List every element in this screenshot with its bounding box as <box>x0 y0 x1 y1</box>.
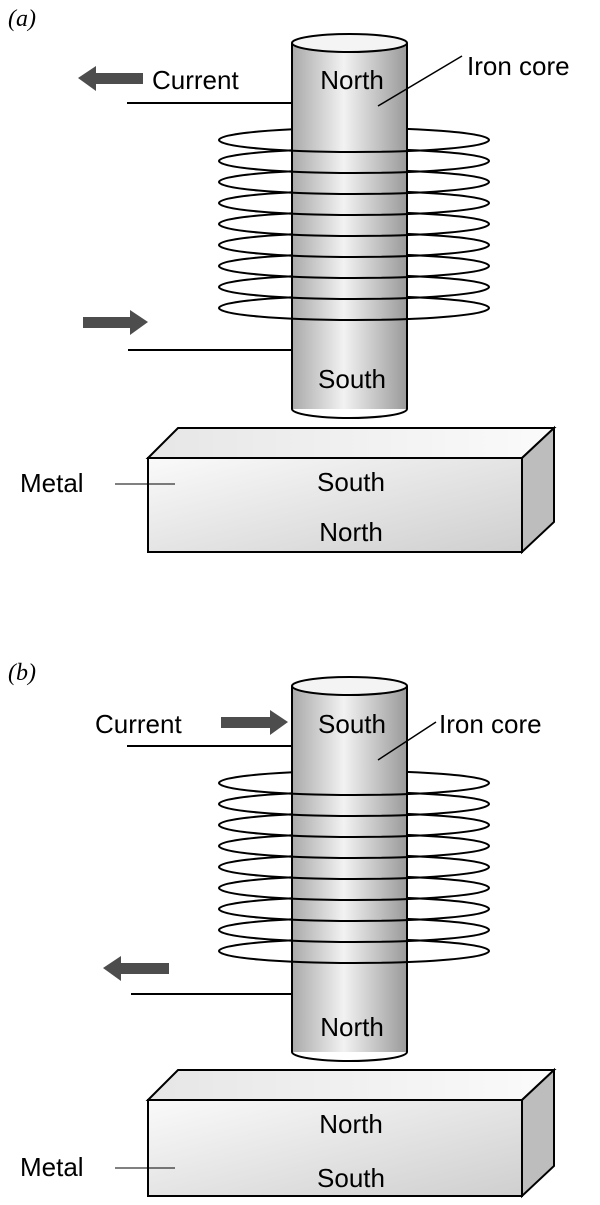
panel-b-coil-front <box>218 782 490 964</box>
panel-a-coil-front <box>218 139 490 321</box>
panel-b-tag: (b) <box>8 660 36 686</box>
panel-b-iron-core <box>291 676 408 1062</box>
panel-b-metal-bottom-pole: South <box>317 1163 385 1193</box>
coil-turn-front <box>218 181 490 195</box>
panel-b: (b) North South Metal Current <box>8 660 557 1199</box>
coil-turn-front <box>218 782 490 796</box>
panel-b-current-label: Current <box>95 709 182 739</box>
coil-turn-front <box>218 160 490 174</box>
panel-b-current-out-arrow <box>103 956 169 981</box>
panel-a-core-bottom-pole: South <box>318 364 386 394</box>
panel-b-core-bottom-pole: North <box>320 1012 384 1042</box>
coil-turn-front <box>218 950 490 964</box>
panel-a-core-leader <box>377 55 463 107</box>
panel-a-core-label: Iron core <box>467 51 570 81</box>
panel-b-metal-top-pole: North <box>319 1109 383 1139</box>
panel-a-tag: (a) <box>8 6 36 32</box>
coil-turn-front <box>218 908 490 922</box>
panel-a-current-label: Current <box>152 65 239 95</box>
coil-turn-front <box>218 824 490 838</box>
coil-turn-front <box>218 803 490 817</box>
coil-turn-front <box>218 307 490 321</box>
panel-a-core-top-pole: North <box>320 65 384 95</box>
coil-turn-front <box>218 139 490 153</box>
panel-a-current-in-arrow <box>83 310 148 335</box>
panel-a-metal-block <box>145 425 557 555</box>
panel-a-metal-bottom-pole: North <box>319 517 383 547</box>
coil-turn-front <box>218 244 490 258</box>
coil-turn-front <box>218 286 490 300</box>
coil-turn-front <box>218 265 490 279</box>
coil-turn-front <box>218 223 490 237</box>
coil-turn-front <box>218 866 490 880</box>
panel-b-current-in-arrow <box>221 710 288 735</box>
panel-a-metal-top-pole: South <box>317 467 385 497</box>
panel-b-core-label: Iron core <box>439 709 542 739</box>
panel-b-metal-label: Metal <box>20 1152 84 1182</box>
panel-a-current-out-arrow <box>78 66 143 91</box>
coil-turn-front <box>218 929 490 943</box>
panel-b-core-leader <box>377 721 437 761</box>
coil-turn-front <box>218 202 490 216</box>
panel-b-metal-block <box>145 1067 557 1199</box>
panel-a: (a) South North Metal Current <box>8 6 570 555</box>
coil-turn-front <box>218 845 490 859</box>
panel-b-core-top-pole: South <box>318 709 386 739</box>
coil-turn-front <box>218 887 490 901</box>
panel-a-metal-label: Metal <box>20 468 84 498</box>
